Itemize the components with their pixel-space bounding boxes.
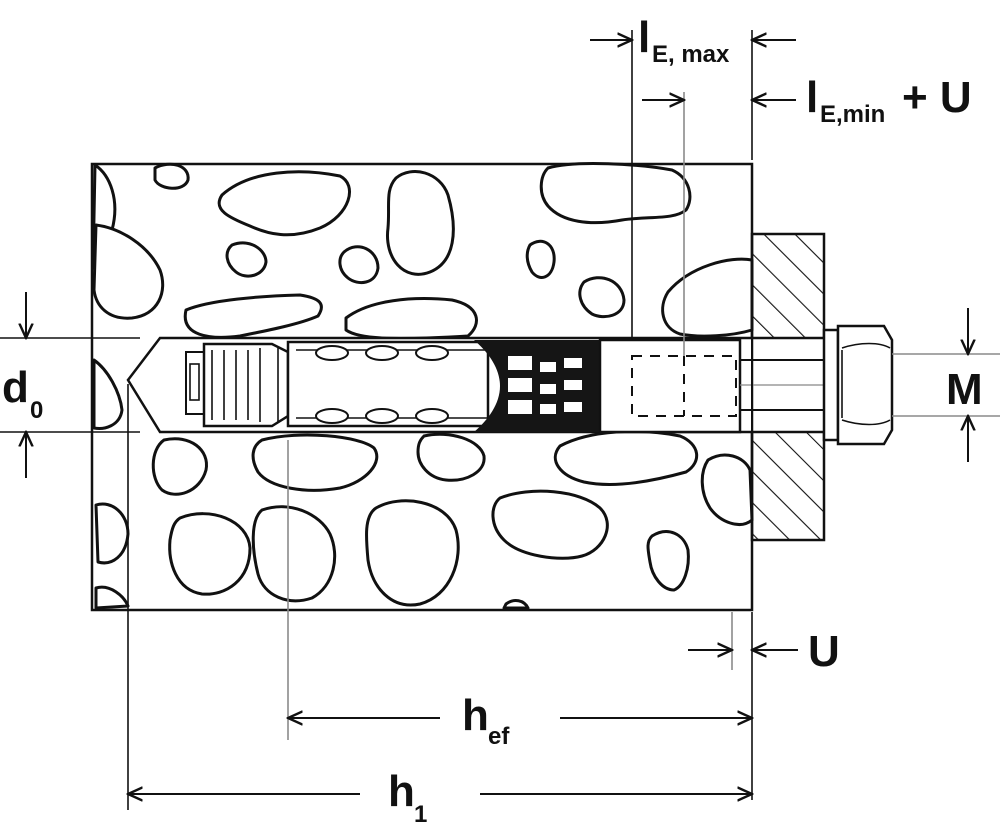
m-main: M (946, 365, 983, 414)
dimension-arrows (26, 40, 968, 794)
h1-sub: 1 (414, 801, 427, 828)
le-max-label: l E, max (638, 13, 730, 68)
h1-label: h 1 (388, 767, 427, 828)
le-max-main: l (638, 13, 650, 62)
hef-label: h ef (462, 691, 510, 750)
h1-main: h (388, 767, 415, 816)
dimension-labels: l E, max l E,min + U d 0 M U h ef h 1 (2, 13, 983, 828)
anchor-cone (185, 342, 290, 428)
anchor (185, 338, 830, 434)
d0-label: d 0 (2, 363, 43, 424)
washer-and-nut (822, 324, 894, 446)
le-max-sub: E, max (652, 41, 730, 68)
aggregate-stones (91, 162, 754, 610)
d0-sub: 0 (30, 397, 43, 424)
le-min-label: l E,min + U (806, 73, 972, 128)
hef-sub: ef (488, 723, 510, 750)
anchor-end-sleeve (598, 338, 830, 434)
u-label: U (808, 627, 840, 676)
m-label: M (946, 365, 983, 414)
le-min-suffix: + U (902, 73, 972, 122)
anchor-compression-ring (474, 340, 600, 432)
fixture-plate (750, 232, 826, 542)
le-min-main: l (806, 73, 818, 122)
hef-main: h (462, 691, 489, 740)
anchor-sleeve (286, 340, 490, 428)
u-main: U (808, 627, 840, 676)
le-min-sub: E,min (820, 101, 885, 128)
d0-main: d (2, 363, 29, 412)
